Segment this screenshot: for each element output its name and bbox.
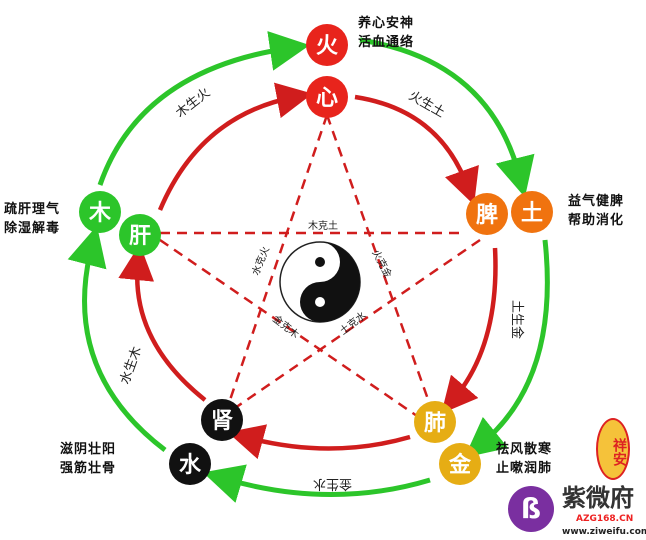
desc-line: 益气健脾 [568, 194, 625, 209]
liver-node [119, 214, 161, 256]
desc-line: 祛风散寒 [496, 442, 553, 457]
label-earth-generates-metal: 土生金 [509, 300, 525, 339]
svg-text:肝: 肝 [129, 224, 151, 249]
inner-generating-arrows [118, 82, 498, 460]
label-water-controls-fire: 水克火 [250, 245, 272, 277]
brand-url: www.ziweifu.com [562, 527, 646, 537]
red-arrow-spleen-lung [441, 247, 498, 414]
seal-watermark: 祥安 [596, 418, 630, 480]
fire-node [306, 24, 348, 66]
svg-text:肾: 肾 [211, 409, 233, 434]
svg-text:火: 火 [316, 34, 338, 59]
desc-line: 活血通络 [358, 35, 415, 50]
svg-text:土: 土 [521, 201, 543, 226]
water-node [169, 443, 211, 485]
red-arrow-liver-heart [157, 82, 313, 211]
spleen-node [466, 193, 508, 235]
label-wood-controls-earth: 木克土 [308, 219, 338, 232]
red-arrow-kidney-liver [118, 244, 207, 402]
label-fire-controls-metal: 火克金 [369, 247, 395, 280]
metal-description: 祛风散寒 止嗽润肺 [496, 440, 552, 478]
green-arrow-water-wood [67, 225, 167, 452]
yin-yang-icon [279, 241, 361, 323]
svg-text:金: 金 [448, 452, 472, 478]
kidney-node [201, 399, 243, 441]
brand-name: 紫微府 [562, 484, 634, 512]
desc-line: 滋阴壮阳 [60, 442, 117, 457]
desc-line: 除湿解毒 [4, 221, 61, 236]
label-metal-generates-water: 金生水 [313, 476, 352, 492]
brand-logo-icon: ß [508, 486, 554, 532]
wood-node [79, 191, 121, 233]
desc-line: 帮助消化 [568, 213, 625, 228]
desc-line: 止嗽润肺 [496, 461, 553, 476]
desc-line: 疏肝理气 [4, 202, 61, 217]
earth-node [511, 191, 553, 233]
desc-line: 养心安神 [358, 16, 415, 31]
label-water-generates-wood: 水生木 [118, 345, 145, 387]
wood-description: 疏肝理气 除湿解毒 [4, 200, 60, 238]
earth-description: 益气健脾 帮助消化 [568, 192, 624, 230]
svg-text:肺: 肺 [424, 411, 446, 436]
brand-code: AZG168.CN [576, 514, 634, 524]
label-metal-controls-wood: 金克木 [270, 312, 302, 341]
green-arrow-wood-fire [97, 31, 310, 186]
heart-node [306, 76, 348, 118]
green-arrow-metal-water [202, 464, 431, 503]
red-arrow-lung-kidney [227, 424, 411, 460]
outer-generating-arrows [67, 31, 550, 503]
water-description: 滋阴壮阳 强筋壮骨 [60, 440, 116, 478]
controlling-star [159, 114, 481, 420]
green-arrow-earth-metal [464, 239, 550, 458]
svg-text:水: 水 [179, 453, 202, 478]
svg-text:木: 木 [88, 201, 112, 226]
label-wood-generates-fire: 木生火 [173, 85, 213, 121]
svg-text:脾: 脾 [476, 203, 498, 228]
svg-text:心: 心 [316, 86, 338, 111]
lung-node [414, 401, 456, 443]
fire-description: 养心安神 活血通络 [358, 14, 414, 52]
green-arrow-fire-earth [359, 37, 535, 198]
desc-line: 强筋壮骨 [60, 461, 117, 476]
metal-node [439, 443, 481, 485]
red-arrow-heart-spleen [354, 94, 479, 205]
